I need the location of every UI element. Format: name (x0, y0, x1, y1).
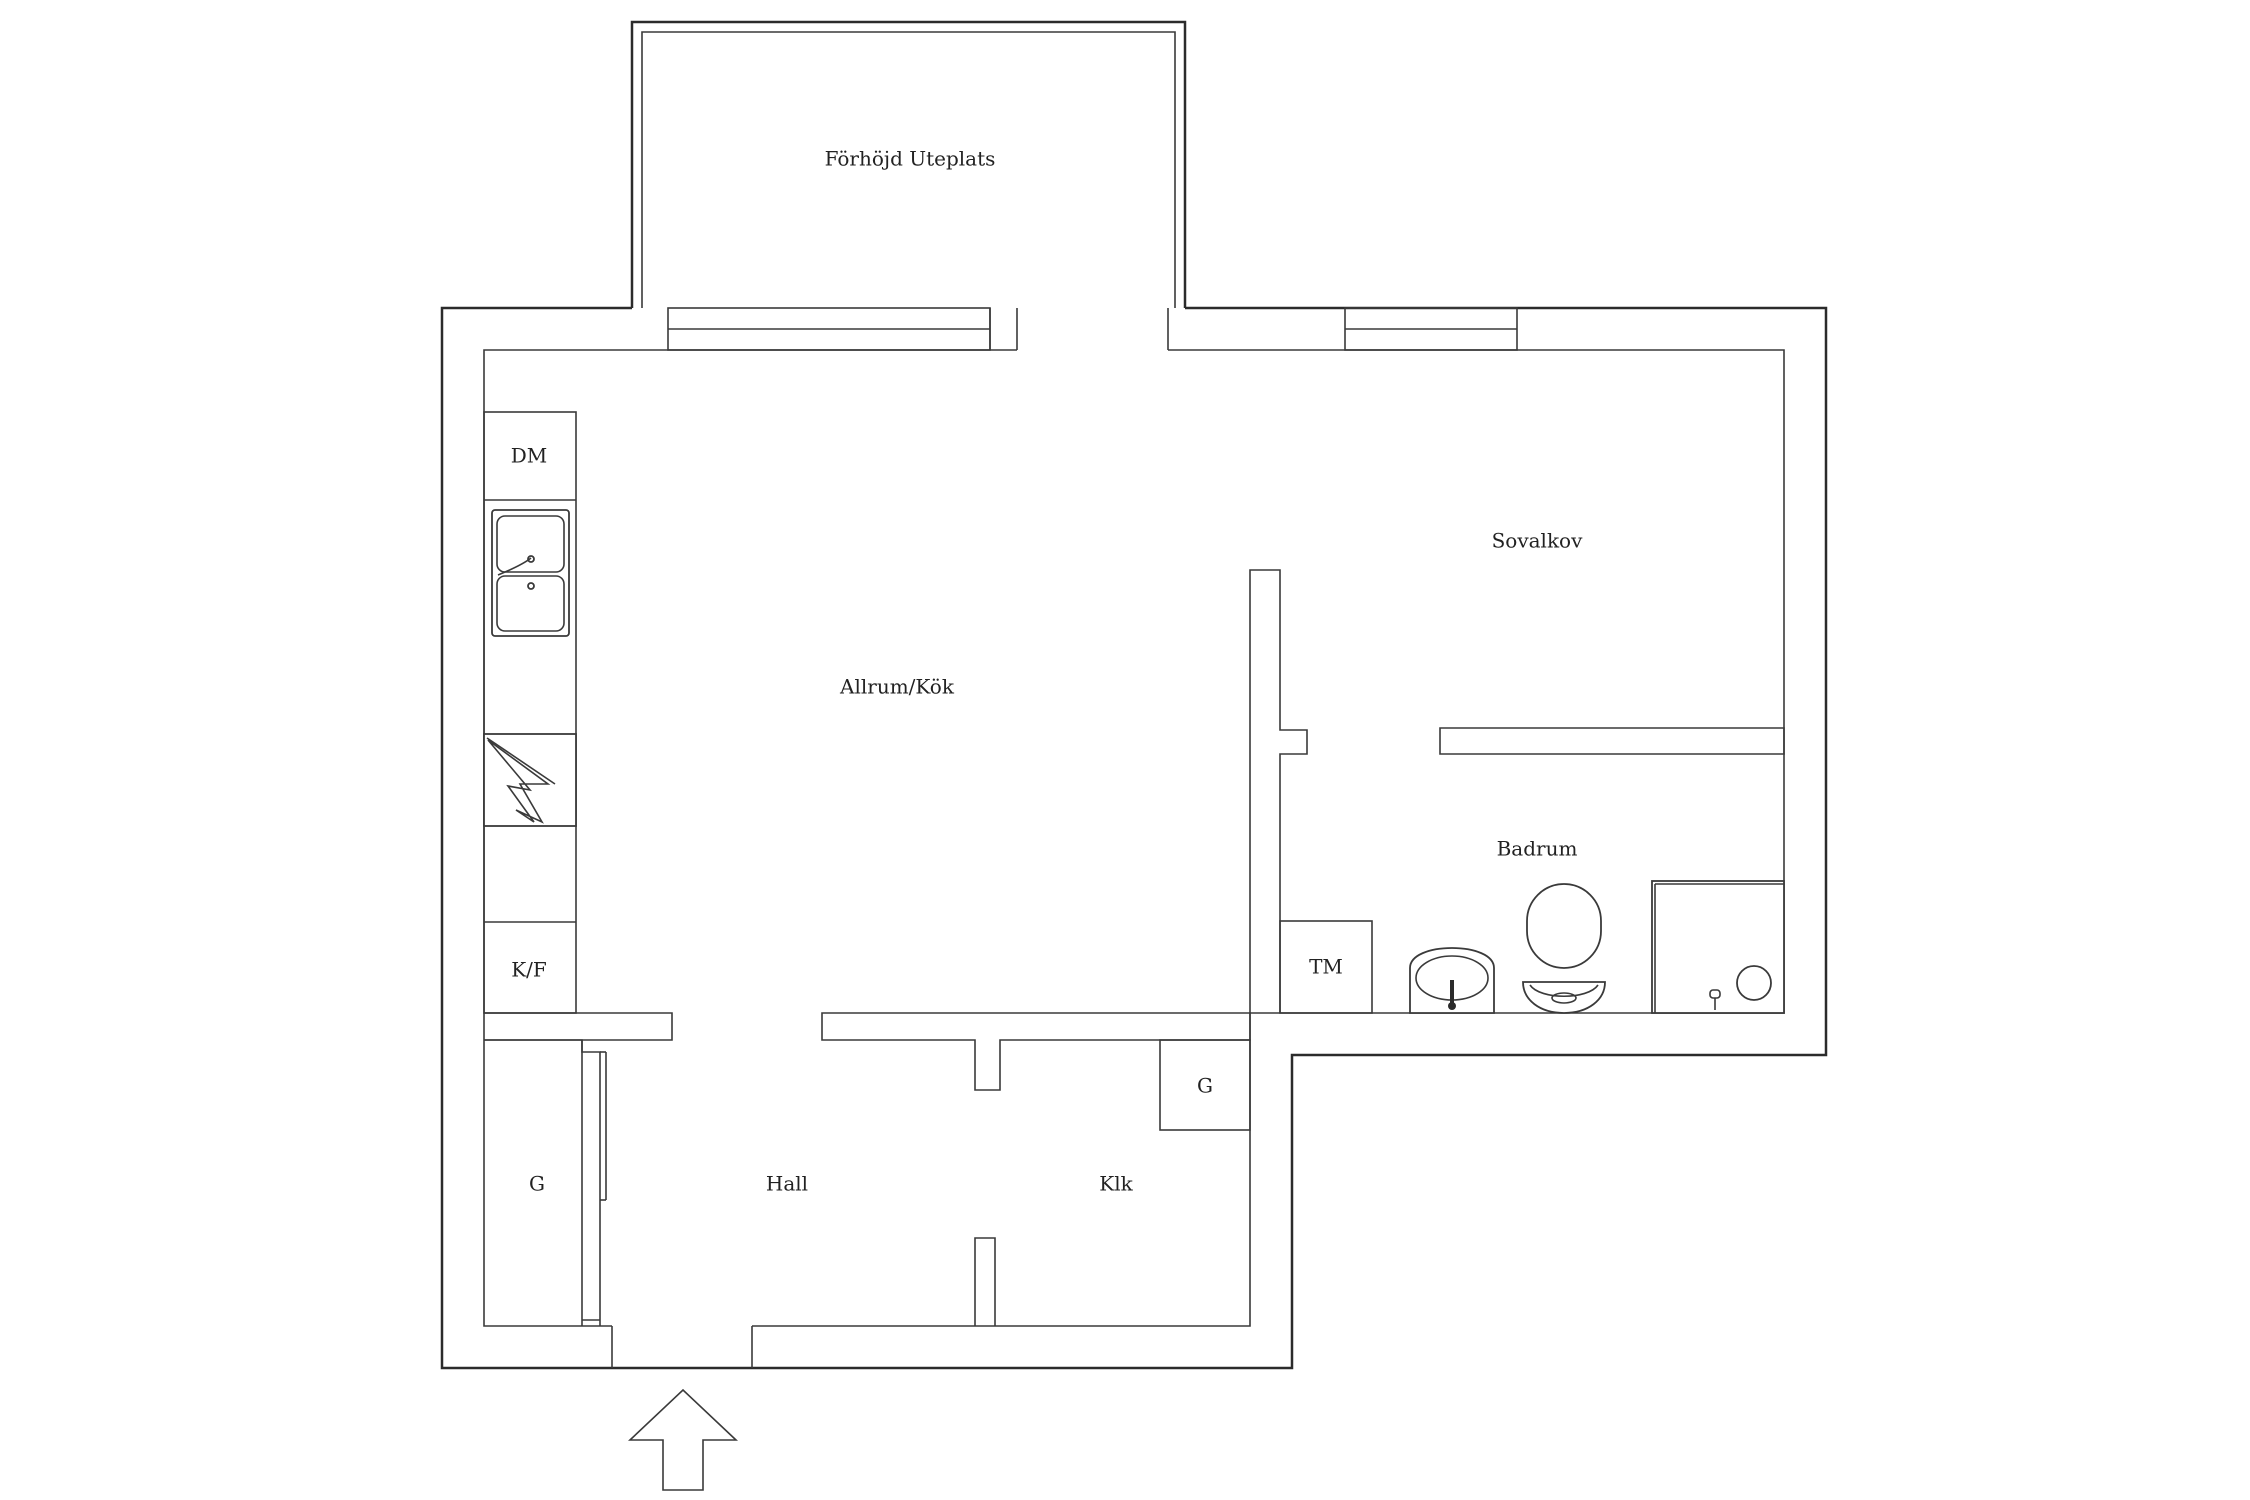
windows (667, 307, 1518, 351)
room-label-living-kitchen: Allrum/Kök (839, 675, 955, 699)
fixture-label-wardrobe-closet: G (1197, 1074, 1213, 1098)
kitchen-counter (483, 411, 577, 1014)
room-label-hall: Hall (766, 1172, 808, 1196)
washbasin-icon (1409, 947, 1495, 1014)
shower-icon (1651, 880, 1785, 1014)
closet-wardrobe-box (1159, 1039, 1251, 1131)
room-label-bathroom: Badrum (1497, 837, 1578, 861)
toilet-icon (1522, 883, 1606, 1014)
terrace-outline (630, 20, 1187, 308)
fixture-label-dishwasher: DM (511, 444, 548, 468)
room-label-bedroom-alcove: Sovalkov (1492, 529, 1584, 553)
stove-icon (483, 733, 577, 827)
fixture-label-fridge-freezer: K/F (511, 958, 547, 982)
sink-icon (491, 509, 570, 637)
room-label-walk-in-closet: Klk (1099, 1172, 1133, 1196)
room-label-terrace: Förhöjd Uteplats (825, 147, 996, 171)
fixture-label-washing-machine: TM (1309, 955, 1343, 979)
outer-walls (440, 306, 1828, 1370)
interior-walls (484, 569, 1785, 1326)
washing-machine-box (1279, 920, 1373, 1014)
entrance-arrow-icon (627, 1388, 739, 1491)
fixture-label-wardrobe-hall: G (529, 1172, 545, 1196)
